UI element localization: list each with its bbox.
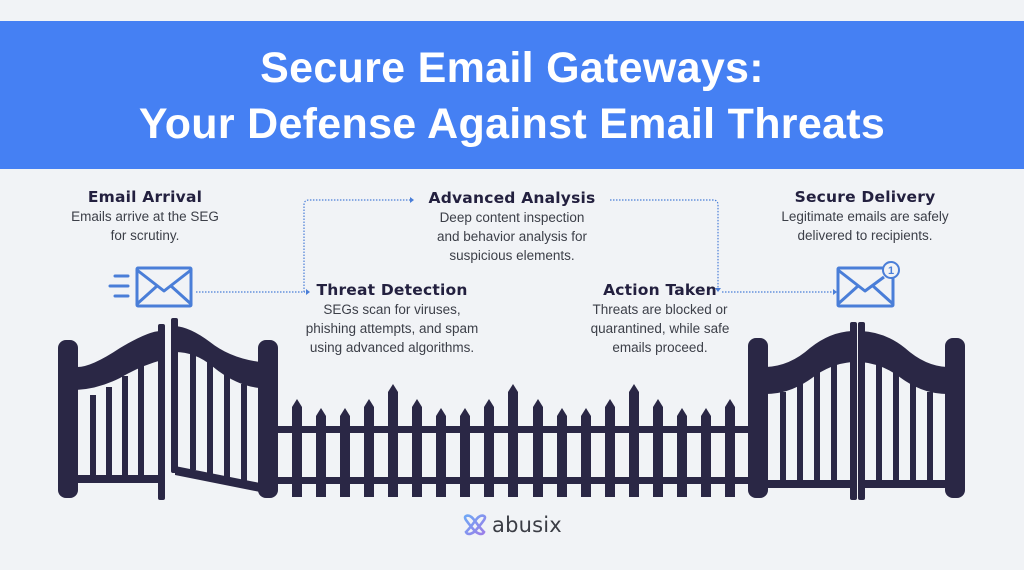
title-line-2: Your Defense Against Email Threats: [138, 100, 886, 148]
email-notification-icon: [836, 266, 895, 308]
step-secure-delivery: Secure Delivery Legitimate emails are sa…: [752, 188, 978, 245]
step-description: Threats are blocked or quarantined, whil…: [590, 302, 730, 355]
step-description: SEGs scan for viruses, phishing attempts…: [305, 302, 479, 355]
notification-badge: 1: [882, 261, 900, 279]
step-title: Advanced Analysis: [428, 189, 596, 207]
brand-name: abusix: [492, 513, 562, 537]
brand-logo: abusix: [462, 512, 562, 538]
step-threat-detection: Threat Detection SEGs scan for viruses, …: [282, 281, 502, 357]
svg-text:1: 1: [888, 265, 894, 277]
step-description: Emails arrive at the SEG for scrutiny.: [71, 209, 219, 243]
title-line-1: Secure Email Gateways:: [260, 44, 764, 92]
step-description: Legitimate emails are safely delivered t…: [781, 209, 949, 243]
picket-fence: [270, 384, 760, 497]
arrow-heads: [306, 197, 837, 295]
step-title: Email Arrival: [87, 188, 203, 206]
title-banner: Secure Email Gateways: Your Defense Agai…: [0, 21, 1024, 169]
flow-arrows: [196, 199, 833, 293]
step-action-taken: Action Taken Threats are blocked or quar…: [560, 281, 760, 357]
fast-email-icon: [108, 266, 193, 308]
closed-gate-right: [748, 322, 965, 500]
abusix-logo-icon: [463, 514, 487, 536]
open-gate-left: [58, 318, 278, 500]
step-advanced-analysis: Advanced Analysis Deep content inspectio…: [400, 189, 624, 265]
step-description: Deep content inspection and behavior ana…: [436, 210, 588, 263]
step-title: Threat Detection: [316, 281, 468, 299]
step-email-arrival: Email Arrival Emails arrive at the SEG f…: [50, 188, 240, 245]
step-title: Action Taken: [603, 281, 717, 299]
step-title: Secure Delivery: [794, 188, 936, 206]
